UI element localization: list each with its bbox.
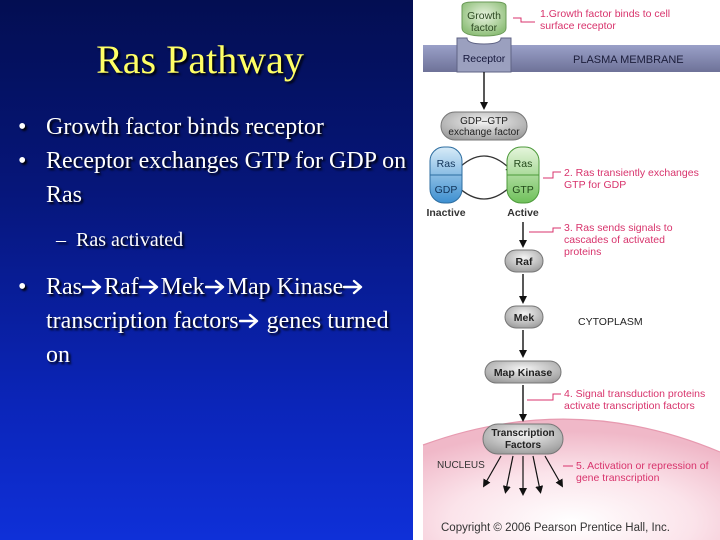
growth-factor-label-line2: factor — [471, 22, 498, 34]
ras-active-label: Active — [507, 207, 539, 219]
step-2-text: 2. Ras transiently exchanges GTP for GDP — [564, 167, 699, 191]
bullet-item-chain: • Ras Raf Mek Map Kinase transcription facto… — [18, 270, 408, 372]
step2-pointer — [543, 171, 561, 179]
nuclear-envelope — [422, 418, 720, 453]
step1-pointer — [513, 17, 535, 23]
right-arrow-icon — [82, 279, 102, 295]
step-3-text: 3. Ras sends signals to cascades of acti… — [564, 222, 673, 258]
bullet-item: • Receptor exchanges GTP for GDP on Ras — [18, 144, 408, 212]
transcription-factors-pill — [482, 423, 564, 455]
gene-arrow-4 — [532, 455, 544, 494]
step-1-text: 1.Growth factor binds to cell surface re… — [540, 8, 671, 32]
raf-label: Raf — [516, 256, 533, 268]
ras-inactive-bottom: GDP — [435, 184, 458, 196]
right-arrow-icon — [238, 313, 258, 329]
mek-label: Mek — [514, 312, 535, 324]
chain-transcription-factors: transcription factors — [46, 308, 239, 334]
ras-inactive-top: Ras — [437, 158, 456, 170]
bullet-list: • Growth factor binds receptor • Recepto… — [18, 110, 408, 372]
map-kinase-pill — [484, 360, 562, 384]
growth-factor-shape — [461, 1, 507, 37]
raf-pill — [504, 249, 544, 273]
bullet-text: Growth factor binds receptor — [46, 114, 324, 140]
bullet-item: • Growth factor binds receptor — [18, 110, 408, 144]
exchange-factor-label-line1: GDP–GTP — [460, 116, 508, 127]
sub-bullet-dash-icon: – — [56, 229, 66, 251]
mek-pill — [504, 305, 544, 329]
step4-pointer — [527, 393, 561, 401]
ras-active-top: Ras — [514, 158, 533, 170]
right-arrow-icon — [343, 279, 363, 295]
right-arrow-icon — [138, 279, 158, 295]
right-arrow-icon — [204, 279, 224, 295]
cycle-arrow-activate — [456, 155, 514, 173]
exchange-factor-label-line2: exchange factor — [448, 127, 520, 138]
step-5-text: 5. Activation or repression of gene tran… — [576, 460, 709, 484]
bullet-text: Receptor exchanges GTP for GDP on Ras — [46, 148, 407, 208]
cycle-arrow-inactivate — [454, 183, 512, 200]
ras-active-bottom: GTP — [512, 184, 534, 196]
gene-arrow-1 — [483, 455, 502, 488]
slide-title: Ras Pathway — [96, 37, 304, 82]
bullet-dot-icon: • — [18, 114, 27, 140]
step3-pointer — [529, 227, 561, 233]
bullet-dot-icon: • — [18, 274, 27, 300]
receptor-shape — [456, 37, 512, 73]
step-4-text: 4. Signal transduction proteins activate… — [564, 388, 706, 412]
chain-map-kinase: Map Kinase — [226, 274, 344, 300]
sub-bullet-item: – Ras activated — [18, 226, 408, 254]
chain-ras: Ras — [46, 274, 82, 300]
cytoplasm-label: CYTOPLASM — [578, 316, 643, 328]
gene-arrow-5 — [544, 455, 563, 488]
receptor-label: Receptor — [463, 53, 506, 65]
bullet-dot-icon: • — [18, 148, 27, 174]
pathway-diagram-svg: PLASMA MEMBRANE Growth factor Receptor G… — [422, 1, 720, 540]
sub-bullet-text: Ras activated — [76, 229, 184, 251]
growth-factor-label-line1: Growth — [467, 10, 501, 22]
chain-mek: Mek — [160, 274, 205, 300]
transcription-factors-label-line1: Transcription — [491, 428, 554, 439]
map-kinase-label: Map Kinase — [494, 367, 553, 379]
exchange-factor-pill — [440, 111, 528, 141]
gene-arrow-2 — [502, 455, 514, 494]
ras-inactive-label: Inactive — [426, 207, 465, 219]
nucleus-label: NUCLEUS — [437, 460, 485, 471]
transcription-factors-label-line2: Factors — [505, 440, 542, 451]
chain-genes: genes turned on — [46, 308, 389, 368]
chain-raf: Raf — [104, 274, 139, 300]
plasma-membrane-label: PLASMA MEMBRANE — [573, 54, 684, 66]
copyright-text: Copyright © 2006 Pearson Prentice Hall, … — [441, 522, 671, 534]
pathway-diagram: PLASMA MEMBRANE Growth factor Receptor G… — [413, 0, 720, 540]
